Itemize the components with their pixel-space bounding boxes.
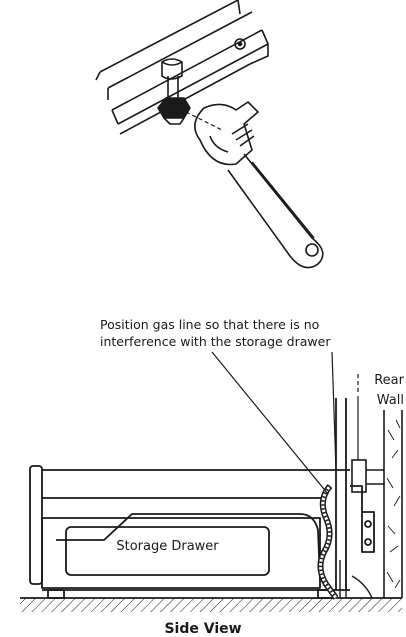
wrench-icon [185, 101, 324, 269]
range-side-view [29, 398, 375, 599]
callout-line-1: Position gas line so that there is no [100, 317, 320, 332]
gas-line-callout: Position gas line so that there is no in… [100, 316, 330, 350]
callout-leader [211, 351, 359, 495]
storage-drawer-label: Storage Drawer [116, 539, 219, 554]
callout-line-2: interference with the storage drawer [100, 334, 331, 349]
rear-wall-label: Rear Wall [368, 371, 404, 411]
leveling-leg-detail [95, 0, 269, 135]
figure-caption: Side View [164, 621, 242, 637]
rear-wall-label-line-1: Rear [374, 373, 404, 388]
gas-line [317, 484, 373, 600]
rear-wall-label-line-2: Wall [376, 393, 404, 408]
rear-wall [351, 410, 403, 598]
floor [20, 597, 402, 612]
